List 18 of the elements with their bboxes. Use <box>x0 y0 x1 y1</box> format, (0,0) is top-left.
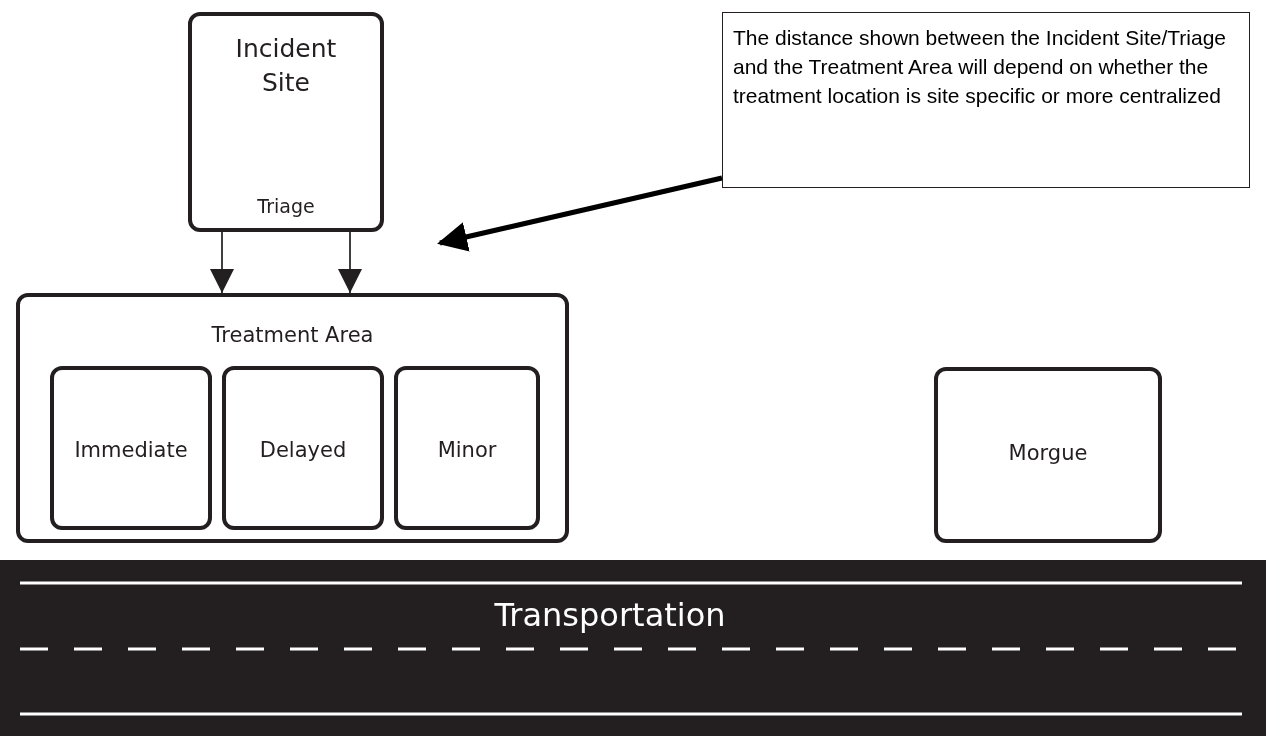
flow-chevron <box>210 231 234 294</box>
node-label: Treatment Area <box>210 322 375 349</box>
location-box <box>394 366 540 530</box>
location-box <box>188 12 384 232</box>
location-box <box>50 366 212 530</box>
node-label: Incident Site <box>234 33 338 99</box>
arrow <box>437 175 723 252</box>
node-label: Morgue <box>1007 440 1089 467</box>
location-box <box>222 366 384 530</box>
area-box <box>16 293 569 543</box>
node-label: Delayed <box>258 437 348 464</box>
location-box <box>934 367 1162 543</box>
node-sublabel: Triage <box>256 194 316 219</box>
road-band <box>0 560 1266 736</box>
flow-chevron <box>338 231 362 294</box>
node-label: Immediate <box>73 437 189 464</box>
node-label: Minor <box>436 437 498 464</box>
note-box: The distance shown between the Incident Site/Triage and the Treatment Area will depend on whether the treatment location is site specific or more centralized <box>722 12 1250 188</box>
